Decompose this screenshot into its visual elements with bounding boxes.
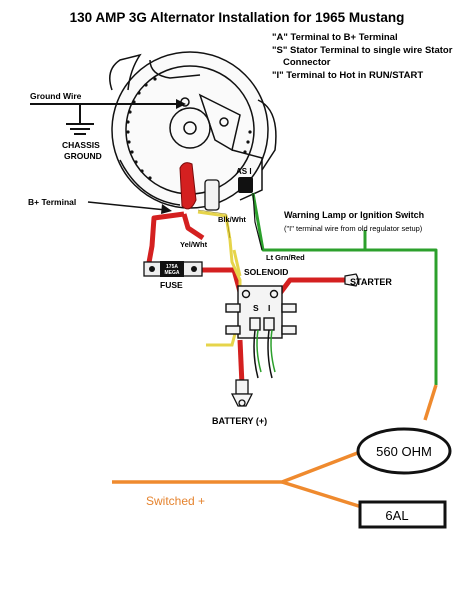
orange-wires <box>112 384 438 510</box>
yellow-wires <box>197 210 242 347</box>
stator-connector <box>238 177 253 193</box>
solenoid-leads <box>253 329 273 379</box>
terminal-asi-label: AS I <box>236 167 252 176</box>
fuse-label: FUSE <box>160 280 183 290</box>
yel-wht-label: Yel/Wht <box>180 240 208 249</box>
resistor-label: 560 OHM <box>376 444 432 459</box>
battery-label: BATTERY (+) <box>212 416 267 426</box>
box-6al-label: 6AL <box>385 508 408 523</box>
lt-grn-red-label: Lt Grn/Red <box>266 253 305 262</box>
ground-wire <box>30 103 180 135</box>
alternator-vents <box>126 77 252 180</box>
b-plus-red-boot <box>179 162 197 210</box>
b-plus-pointer-arrow <box>161 204 172 214</box>
switched-label: Switched + <box>146 494 205 508</box>
solenoid-i-label: I <box>268 303 270 313</box>
blk-wht-connector <box>204 179 220 211</box>
b-plus-pointer <box>87 201 167 211</box>
battery-lug <box>230 379 254 407</box>
fuse-tag-line2: MEGA <box>165 270 180 276</box>
diagram-title: 130 AMP 3G Alternator Installation for 1… <box>70 10 405 25</box>
box-6al <box>358 500 447 529</box>
solenoid <box>225 285 297 339</box>
starter-lug <box>344 273 359 287</box>
legend-line-s: "S" Stator Terminal to single wire Stato… <box>272 45 453 56</box>
alternator <box>109 51 277 209</box>
fuse-tag-line1: 175A <box>166 264 178 270</box>
ground-wire-arrow <box>176 99 186 109</box>
warning-lamp-title: Warning Lamp or Ignition Switch <box>284 210 424 220</box>
warning-lamp-subtitle: ("I" terminal wire from old regulator se… <box>284 224 423 233</box>
legend-line-a: "A" Terminal to B+ Terminal <box>272 32 398 43</box>
starter-label: STARTER <box>350 277 392 287</box>
ground-wire-label: Ground Wire <box>30 91 82 101</box>
b-plus-terminal-label: B+ Terminal <box>28 197 76 207</box>
legend-line-i: "I" Terminal to Hot in RUN/START <box>272 70 423 81</box>
legend-line-s-cont: Connector <box>283 57 331 68</box>
solenoid-green-leads <box>256 329 276 373</box>
solenoid-label: SOLENOID <box>244 267 288 277</box>
chassis-label: CHASSIS <box>62 140 100 150</box>
yellow-wire-outlines <box>197 209 231 239</box>
green-wire-black-lead <box>252 192 263 251</box>
green-wire <box>251 192 438 385</box>
ground-label: GROUND <box>64 151 102 161</box>
resistor-560-ohm <box>356 427 452 475</box>
solenoid-s-label: S <box>253 303 259 313</box>
mega-fuse <box>143 261 203 277</box>
blk-wht-label: Blk/Wht <box>218 215 246 224</box>
